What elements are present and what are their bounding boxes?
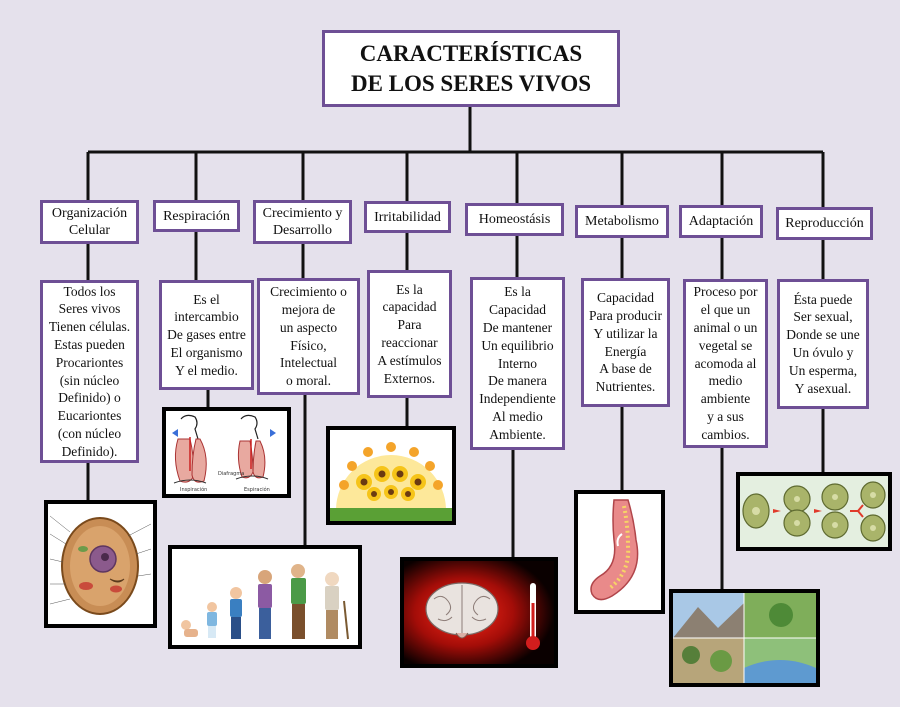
description-organizacion-celular: Todos los Seres vivos Tienen células. Es… — [40, 280, 139, 463]
description-adaptacion: Proceso por el que un animal o un vegeta… — [683, 279, 768, 448]
category-adaptacion: Adaptación — [679, 205, 763, 238]
lungs-diagram-image: Inspiración Diafragma Espiración — [162, 407, 291, 498]
stomach-image — [574, 490, 665, 614]
category-homeostasis: Homeostásis — [465, 203, 564, 236]
lungs-label-diafragma: Diafragma — [218, 471, 244, 477]
human-growth-icon — [172, 549, 358, 645]
category-respiracion: Respiración — [153, 200, 240, 232]
category-reproduccion: Reproducción — [776, 207, 873, 240]
cell-diagram-image — [44, 500, 157, 628]
description-homeostasis: Es la Capacidad De mantener Un equilibri… — [470, 277, 565, 450]
lungs-label-espiracion: Espiración — [244, 486, 270, 493]
category-organizacion-celular: Organización Celular — [40, 200, 139, 244]
cell-division-icon — [740, 476, 888, 547]
ecosystems-image — [669, 589, 820, 687]
description-crecimiento-desarrollo: Crecimiento o mejora de un aspecto Físic… — [257, 278, 360, 395]
category-crecimiento-desarrollo: Crecimiento y Desarrollo — [253, 200, 352, 244]
sunflower-icon — [330, 430, 452, 521]
lungs-label-inspiracion: Inspiración — [180, 486, 207, 493]
stomach-icon — [578, 494, 661, 610]
description-reproduccion: Ésta puede Ser sexual, Donde se une Un ó… — [777, 279, 869, 409]
category-metabolismo: Metabolismo — [575, 205, 669, 238]
lungs-icon: Inspiración Diafragma Espiración — [166, 411, 287, 494]
cell-icon — [48, 504, 153, 624]
brain-thermometer-image — [400, 557, 558, 668]
description-respiracion: Es el intercambio De gases entre El orga… — [159, 280, 254, 390]
description-metabolismo: Capacidad Para producir Y utilizar la En… — [581, 278, 670, 407]
page-title: CARACTERÍSTICAS DE LOS SERES VIVOS — [322, 30, 620, 107]
category-irritabilidad: Irritabilidad — [364, 201, 451, 233]
description-irritabilidad: Es la capacidad Para reaccionar A estímu… — [367, 270, 452, 398]
cell-division-image — [736, 472, 892, 551]
human-growth-image — [168, 545, 362, 649]
brain-icon — [404, 561, 554, 664]
ecosystem-icon — [673, 593, 816, 683]
sunflowers-image — [326, 426, 456, 525]
